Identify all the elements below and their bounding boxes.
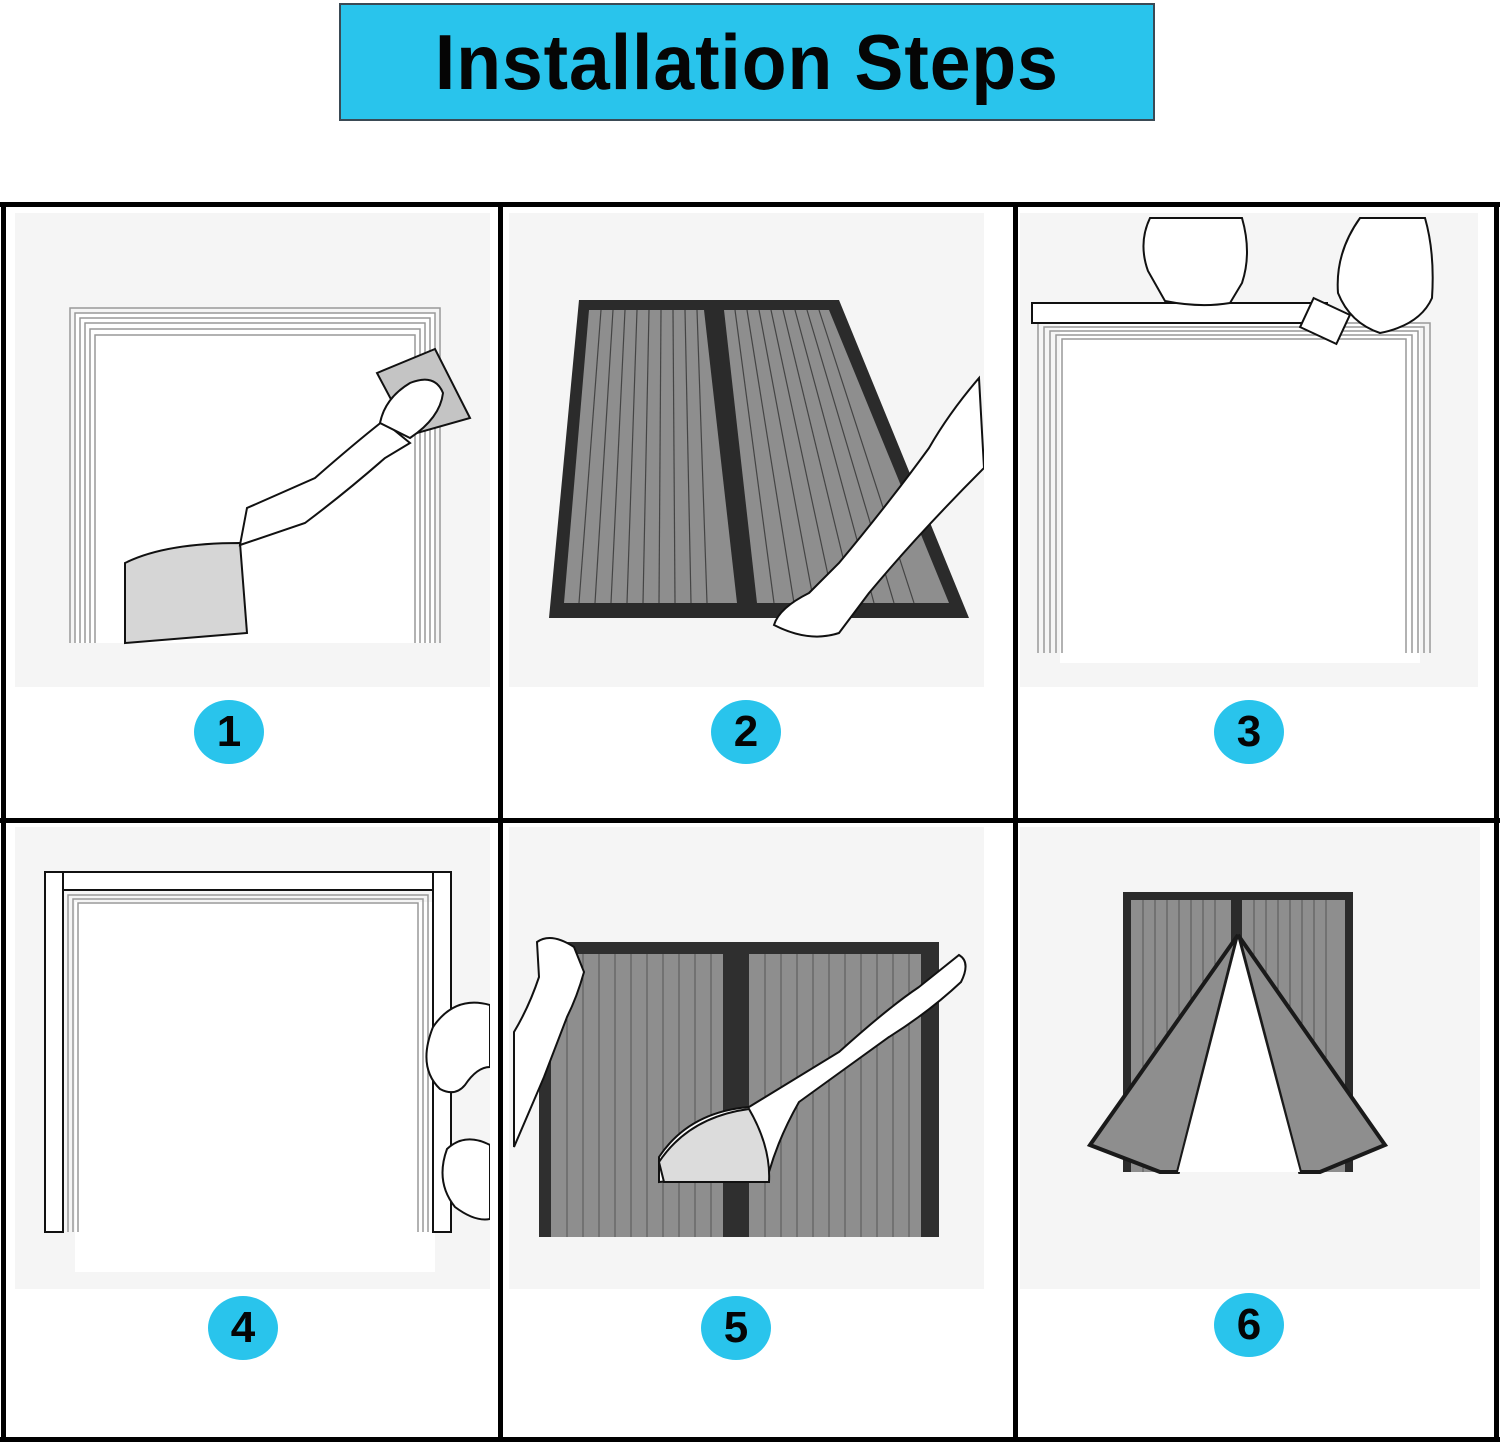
step-number-badge: 5 [701, 1296, 771, 1360]
step-number-badge: 6 [1214, 1293, 1284, 1357]
step-3-illustration [1020, 213, 1478, 687]
adhesive-top-strip-icon [1031, 217, 1434, 663]
step-panel-2: 2 [503, 207, 1013, 818]
door-frame-cleaning-icon [15, 307, 490, 687]
step-number-badge: 2 [711, 700, 781, 764]
adhesive-side-strip-icon [44, 871, 490, 1272]
title-banner: Installation Steps [339, 3, 1155, 121]
grid-line-top [0, 202, 1500, 207]
step-6-illustration [1020, 827, 1480, 1289]
page-title: Installation Steps [435, 18, 1059, 106]
screen-curtain-pressing-icon [513, 937, 967, 1237]
step-panel-3: 3 [1018, 207, 1494, 818]
step-number-badge: 3 [1214, 700, 1284, 764]
installed-screen-door-icon [1086, 892, 1389, 1174]
step-2-illustration [509, 213, 984, 687]
grid-line-col1 [498, 202, 503, 1442]
step-panel-4: 4 [6, 823, 498, 1437]
grid-line-bottom [0, 1437, 1500, 1442]
grid-line-right [1494, 202, 1499, 1442]
screen-curtain-layout-icon [549, 300, 984, 638]
grid-line-left [1, 202, 6, 1442]
step-1-illustration [15, 213, 490, 687]
grid-line-col2 [1013, 202, 1018, 1442]
step-number-badge: 4 [208, 1296, 278, 1360]
grid-line-middle [0, 818, 1500, 823]
step-5-illustration [509, 827, 984, 1289]
step-panel-6: 6 [1018, 823, 1494, 1437]
step-number-badge: 1 [194, 700, 264, 764]
step-panel-1: 1 [6, 207, 498, 818]
step-4-illustration [15, 827, 490, 1289]
steps-grid: 1 2 [0, 202, 1500, 1443]
step-panel-5: 5 [503, 823, 1013, 1437]
